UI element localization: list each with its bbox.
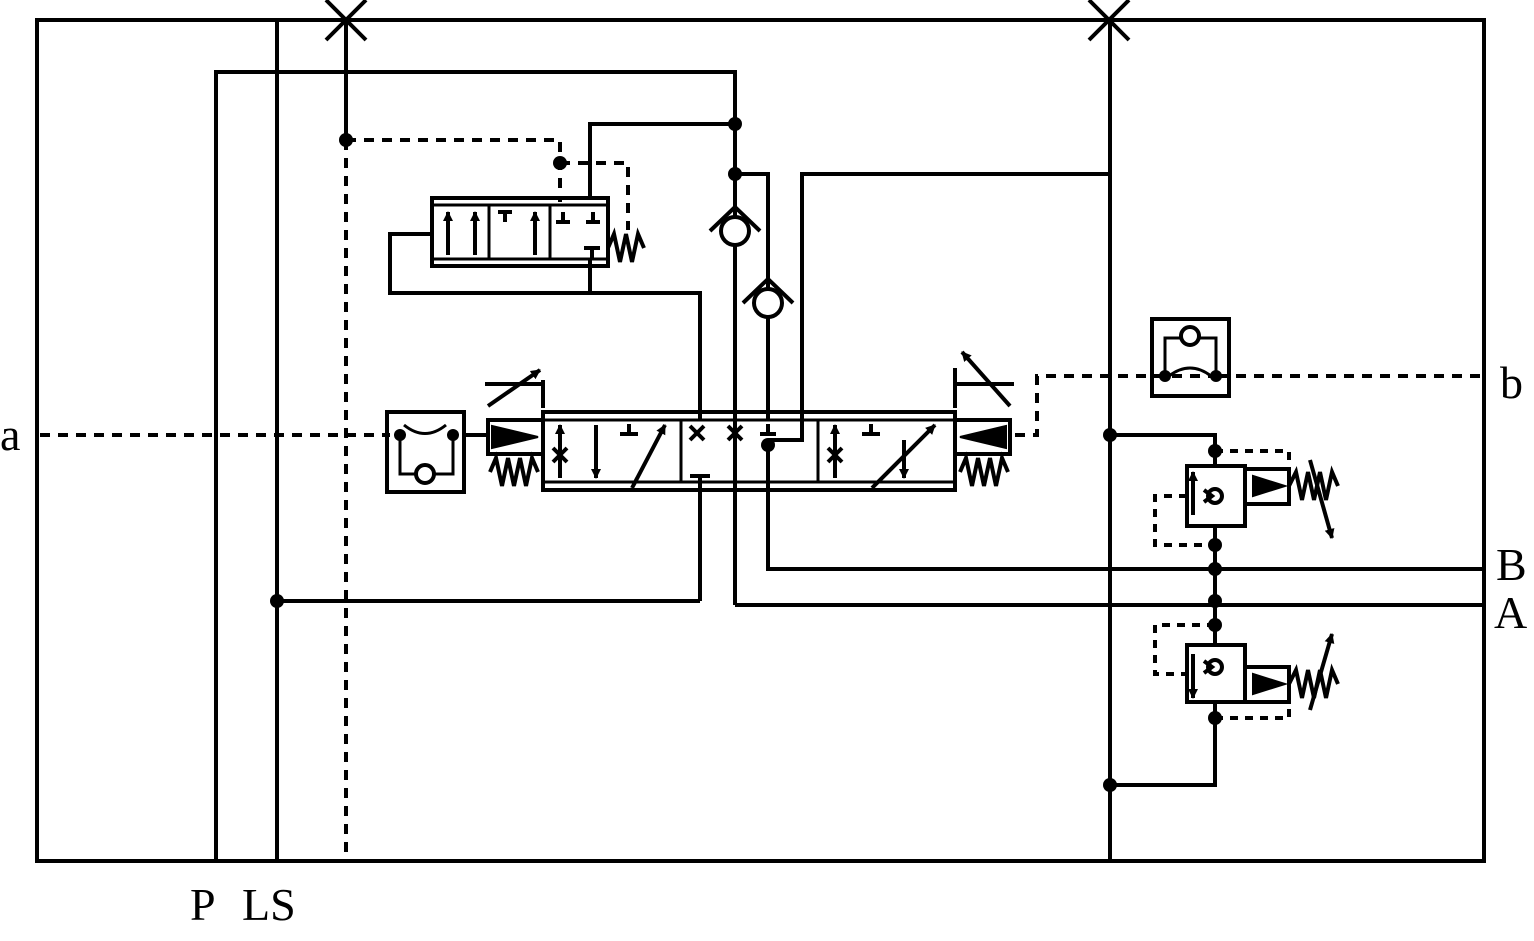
- check-valve-icon: [708, 124, 762, 605]
- port-label-work-b: B: [1496, 539, 1527, 590]
- relief-valve-a: [1153, 623, 1340, 720]
- load-sense-line: [768, 172, 1110, 442]
- pilot-shuttle-icon: [385, 410, 488, 494]
- pressure-compensator-valve: [388, 122, 735, 420]
- port-label-ls: LS: [242, 879, 296, 930]
- junction-dots: [270, 117, 1222, 792]
- pilot-shuttle-icon: [1150, 317, 1231, 398]
- directional-control-valve: [485, 350, 1014, 492]
- ls-pilot-lines: [40, 138, 1484, 862]
- valve-block-outline: [35, 18, 1486, 863]
- relief-valve-b: [1153, 449, 1340, 547]
- port-label-a-pilot: a: [0, 409, 20, 460]
- port-label-b-pilot: b: [1500, 357, 1523, 408]
- supply-lines: [214, 20, 737, 862]
- check-valve-icon: [735, 172, 795, 420]
- port-label-p: P: [190, 879, 216, 930]
- work-port-lines: [735, 20, 1484, 862]
- plug-cross-icon: [324, 0, 368, 140]
- port-label-work-a: A: [1494, 587, 1527, 638]
